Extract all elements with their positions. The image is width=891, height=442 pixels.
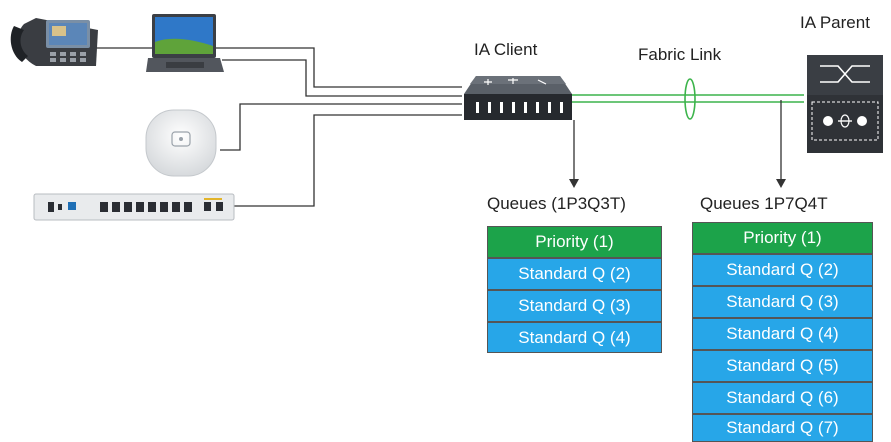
access-point-icon	[145, 109, 217, 177]
queue-standard-5: Standard Q (5)	[692, 350, 873, 382]
access-switch-icon	[33, 193, 235, 221]
queue-priority-1: Priority (1)	[692, 222, 873, 254]
ip-phone-icon	[10, 18, 98, 66]
queue-standard-7: Standard Q (7)	[692, 414, 873, 442]
queue-standard-2: Standard Q (2)	[487, 258, 662, 290]
laptop-icon	[146, 14, 224, 72]
queue-standard-2: Standard Q (2)	[692, 254, 873, 286]
fabric-link-bundle	[684, 78, 696, 120]
ia-parent-chassis-icon	[807, 55, 883, 153]
laptop-link	[222, 59, 462, 97]
fabric-link-label: Fabric Link	[638, 45, 722, 64]
ia-parent-label: IA Parent	[800, 13, 870, 32]
parent-queue-arrowhead	[776, 179, 786, 188]
queue-standard-3: Standard Q (3)	[487, 290, 662, 322]
queues-left-title: Queues (1P3Q3T)	[487, 194, 626, 213]
queue-column-client: Priority (1) Standard Q (2) Standard Q (…	[487, 226, 662, 353]
switch-link	[230, 114, 462, 207]
queue-column-parent: Priority (1) Standard Q (2) Standard Q (…	[692, 222, 873, 442]
client-queue-arrowhead	[569, 179, 579, 188]
queue-standard-4: Standard Q (4)	[692, 318, 873, 350]
queue-priority-1: Priority (1)	[487, 226, 662, 258]
ia-client-switch-icon	[464, 76, 572, 120]
queue-standard-4: Standard Q (4)	[487, 322, 662, 353]
queue-standard-3: Standard Q (3)	[692, 286, 873, 318]
ia-client-label: IA Client	[474, 40, 538, 59]
queue-standard-6: Standard Q (6)	[692, 382, 873, 414]
ap-link	[220, 103, 462, 151]
queues-right-title: Queues 1P7Q4T	[700, 194, 828, 213]
